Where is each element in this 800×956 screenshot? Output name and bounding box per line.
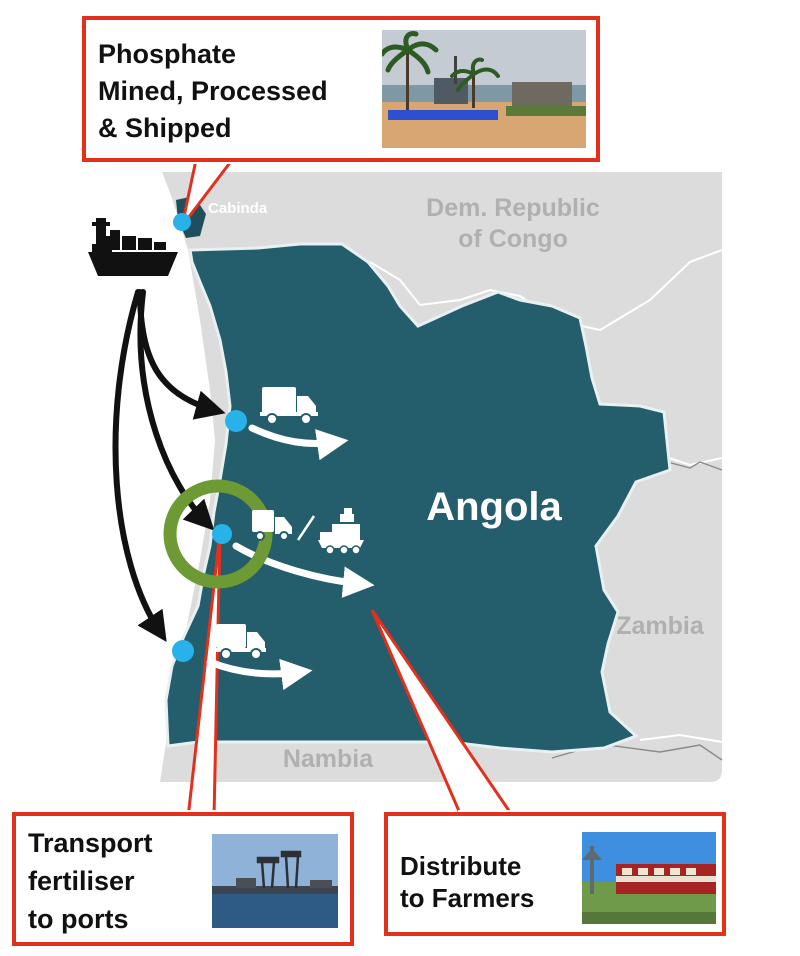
zambia-label: Zambia — [616, 612, 704, 640]
port-dots — [172, 213, 247, 662]
transport-callout: Transport fertiliser to ports — [12, 812, 354, 946]
distribute-callout-text: Distribute to Farmers — [400, 851, 535, 913]
highlight-ring — [163, 479, 273, 589]
angola-shape — [164, 242, 672, 754]
port-cranes-photo — [212, 834, 338, 928]
cabinda-label: Cabinda — [208, 200, 268, 217]
truck-icon — [260, 387, 318, 425]
train-photo — [582, 832, 716, 924]
phosphate-port-photo — [382, 30, 586, 148]
ship-icon — [88, 218, 178, 276]
port-dot-lobito — [212, 524, 232, 544]
port-dot-cabinda — [173, 213, 191, 231]
inland-routes — [206, 424, 375, 691]
truck-icon — [252, 510, 292, 541]
port-dot-namibe — [172, 640, 194, 662]
transport-callout-text: Transport fertiliser to ports — [28, 828, 153, 934]
phosphate-callout: Phosphate Mined, Processed & Shipped — [82, 16, 600, 162]
port-dot-luanda — [225, 410, 247, 432]
shipping-routes — [112, 289, 226, 642]
ocean-area — [76, 172, 215, 782]
phosphate-callout-text: Phosphate Mined, Processed & Shipped — [98, 39, 328, 143]
truck-icon — [214, 624, 266, 660]
train-icon — [318, 508, 364, 555]
transport-mode-divider — [296, 515, 316, 541]
angola-label: Angola — [426, 485, 562, 529]
namibia-label: Nambia — [282, 745, 374, 773]
distribute-callout: Distribute to Farmers — [384, 812, 726, 936]
drc-label: Dem. Republic of Congo — [426, 194, 600, 253]
